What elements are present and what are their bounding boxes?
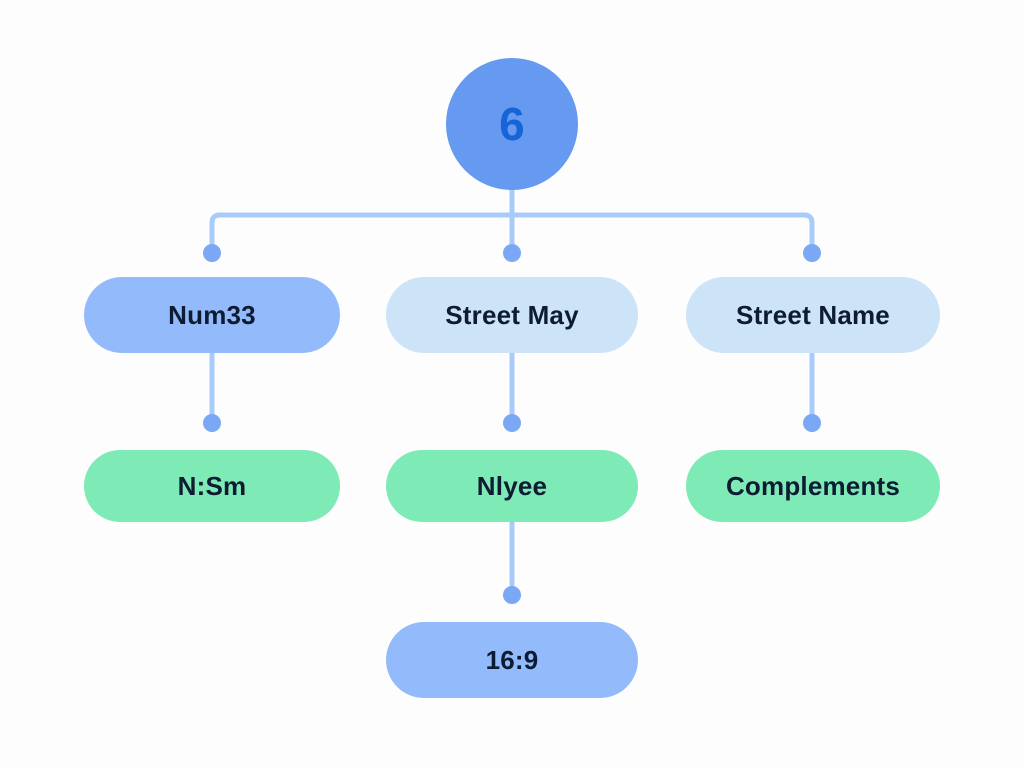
node-root-label: 6	[499, 98, 525, 150]
node-num33[interactable]: Num33	[84, 277, 340, 353]
node-street-may-label: Street May	[445, 300, 579, 330]
connector-bus-left	[209, 212, 515, 248]
node-street-name[interactable]: Street Name	[686, 277, 940, 353]
connector-dot-branch-right	[803, 244, 821, 262]
node-num33-label: Num33	[168, 300, 256, 330]
connector-dot-col2-l3	[503, 586, 521, 604]
connector-bus-right	[509, 212, 815, 248]
connector-dot-col3-l2	[803, 414, 821, 432]
node-root-6[interactable]: 6	[446, 58, 578, 190]
node-16-9-label: 16:9	[485, 645, 539, 675]
node-complements-label: Complements	[725, 471, 901, 501]
connector-dot-branch-center	[503, 244, 521, 262]
node-nlyee-label: Nlyee	[476, 471, 548, 501]
node-complements[interactable]: Complements	[686, 450, 940, 522]
node-nsm-label: N:Sm	[177, 471, 247, 501]
connector-dot-col2-l2	[503, 414, 521, 432]
node-nsm[interactable]: N:Sm	[84, 450, 340, 522]
node-16-9[interactable]: 16:9	[386, 622, 638, 698]
node-nlyee[interactable]: Nlyee	[386, 450, 638, 522]
node-street-may[interactable]: Street May	[386, 277, 638, 353]
node-street-name-label: Street Name	[736, 300, 890, 330]
connector-dot-col1-l2	[203, 414, 221, 432]
connector-dot-branch-left	[203, 244, 221, 262]
